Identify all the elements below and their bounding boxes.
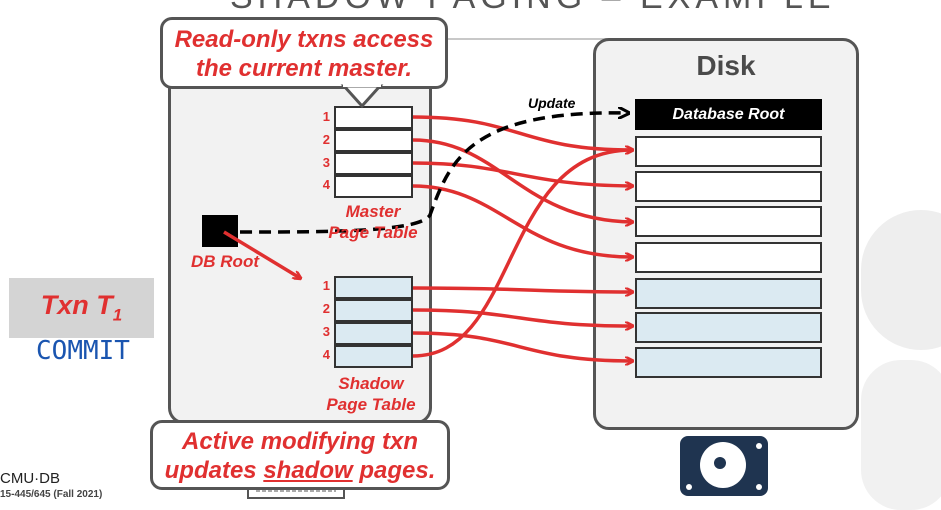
shadow-page-table-entry — [334, 322, 413, 345]
txn-badge — [9, 278, 154, 338]
label-line: Shadow — [338, 374, 404, 393]
master-pointer-arrow — [412, 161, 632, 186]
db-root-update-arrow — [239, 113, 628, 234]
master-pointer-arrow — [412, 184, 632, 257]
disk-page — [635, 242, 822, 273]
disk-shadow-page — [635, 278, 822, 309]
modifying-txn-callout: Active modifying txn updates shadow page… — [150, 420, 450, 490]
database-root-page: Database Root — [635, 99, 822, 130]
master-pointer-arrow — [412, 138, 632, 222]
txn-name: Txn T — [40, 290, 113, 320]
course-label: 15-445/645 (Fall 2021) — [0, 489, 103, 500]
master-page-table-entry — [334, 175, 413, 198]
db-root-label: DB Root — [191, 252, 259, 271]
shadow-entry-number: 4 — [322, 347, 330, 362]
shadow-page-table-entry — [334, 299, 413, 322]
master-entry-number: 4 — [322, 177, 330, 192]
title-divider — [240, 38, 820, 40]
background-decoration — [861, 210, 941, 350]
disk-title: Disk — [696, 50, 756, 81]
cmu-db-logo: CMU·DB — [0, 470, 60, 487]
shadow-page-table-label: Shadow Page Table — [310, 373, 432, 415]
callout-line: Active modifying txn — [181, 428, 419, 455]
master-pointer-arrow — [412, 115, 632, 150]
db-root-arrow — [223, 230, 300, 278]
hard-drive-screw — [756, 484, 762, 490]
hard-drive-hub — [714, 457, 726, 469]
disk-shadow-page — [635, 312, 822, 343]
background-decoration — [861, 360, 941, 510]
commit-status: COMMIT — [36, 336, 130, 366]
disk-page — [635, 171, 822, 202]
master-page-table-entry — [334, 129, 413, 152]
update-label: Update — [528, 95, 576, 111]
shadow-pointer-arrow — [412, 286, 632, 292]
master-page-table-label: Master Page Table — [312, 201, 434, 243]
callout-line: Read-only txns access — [174, 26, 434, 53]
master-entry-number: 1 — [322, 109, 330, 124]
shadow-pointer-arrow — [412, 308, 632, 326]
db-root-pointer — [202, 215, 238, 247]
label-line: Page Table — [328, 223, 418, 242]
disk-page — [635, 136, 822, 167]
callout-text: updates shadow pages. — [164, 457, 436, 484]
callout-line: updates shadow pages. — [153, 456, 447, 485]
master-entry-number: 2 — [322, 132, 330, 147]
callout-line: the current master. — [195, 55, 413, 82]
master-page-table-entry — [334, 152, 413, 175]
master-page-table-entry — [334, 106, 413, 129]
shadow-pointer-arrow — [412, 150, 632, 358]
hard-drive-screw — [756, 443, 762, 449]
master-entry-number: 3 — [322, 155, 330, 170]
shadow-page-table-entry — [334, 345, 413, 368]
read-only-callout: Read-only txns access the current master… — [160, 17, 448, 89]
slide-title: SHADOW PAGING – EXAMPLE — [230, 0, 831, 17]
shadow-entry-number: 2 — [322, 301, 330, 316]
shadow-entry-number: 1 — [322, 278, 330, 293]
label-line: Master — [345, 202, 401, 221]
label-line: Page Table — [326, 395, 416, 414]
shadow-entry-number: 3 — [322, 324, 330, 339]
txn-label: Txn T1 — [9, 290, 154, 325]
disk-page — [635, 206, 822, 237]
shadow-page-table-entry — [334, 276, 413, 299]
txn-subscript: 1 — [112, 305, 123, 325]
emphasis-word: shadow — [263, 457, 353, 484]
shadow-pointer-arrow — [412, 331, 632, 361]
hard-drive-screw — [686, 484, 692, 490]
disk-shadow-page — [635, 347, 822, 378]
